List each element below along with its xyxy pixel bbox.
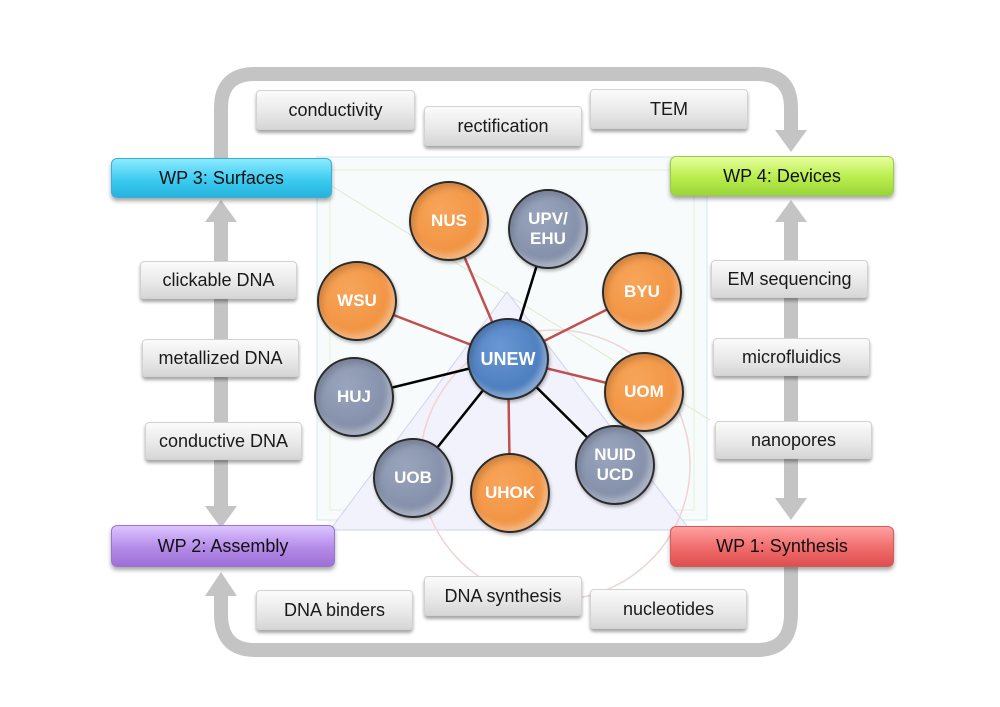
topic-microfluidics: microfluidics	[713, 338, 870, 376]
partner-node-huj: HUJ	[314, 357, 394, 437]
topic-nanopores: nanopores	[715, 421, 872, 459]
partner-node-nus: NUS	[409, 181, 489, 261]
partner-node-byu: BYU	[602, 252, 682, 332]
hub-node-unew: UNEW	[467, 318, 549, 400]
arrowhead-down-wp1	[775, 498, 807, 520]
topic-dna-synthesis: DNA synthesis	[424, 576, 582, 616]
partner-node-uom: UOM	[604, 352, 684, 432]
partner-node-nuid-ucd: NUID UCD	[575, 425, 655, 505]
arrowhead-up-wp3	[205, 200, 237, 222]
arrow-wp1-to-wp2	[214, 566, 798, 657]
topic-tem: TEM	[590, 89, 748, 129]
wp2-assembly-box: WP 2: Assembly	[111, 525, 335, 567]
topic-metallized-dna: metallized DNA	[142, 339, 299, 377]
partner-node-wsu: WSU	[317, 261, 397, 341]
wp1-synthesis-box: WP 1: Synthesis	[670, 526, 894, 567]
topic-nucleotides: nucleotides	[590, 589, 747, 629]
topic-rectification: rectification	[424, 106, 582, 146]
arrowhead-down-wp2	[205, 506, 237, 528]
topic-clickable-dna: clickable DNA	[140, 261, 297, 299]
arrowhead-up-wp4	[775, 200, 807, 222]
arrowhead-down-wp4	[775, 130, 807, 152]
topic-conductive-dna: conductive DNA	[145, 422, 302, 460]
wp3-surfaces-box: WP 3: Surfaces	[111, 158, 332, 198]
topic-em-sequencing: EM sequencing	[711, 260, 868, 298]
partner-node-uob: UOB	[373, 438, 453, 518]
partner-node-upv-ehu: UPV/ EHU	[508, 189, 588, 269]
topic-conductivity: conductivity	[256, 90, 415, 130]
wp4-devices-box: WP 4: Devices	[670, 156, 894, 196]
topic-dna-binders: DNA binders	[256, 590, 413, 630]
arrow-heads	[205, 130, 807, 596]
arrow-wp3-to-wp4	[214, 67, 798, 164]
arrowhead-up-wp2	[205, 572, 237, 596]
partner-node-uhok: UHOK	[470, 453, 550, 533]
